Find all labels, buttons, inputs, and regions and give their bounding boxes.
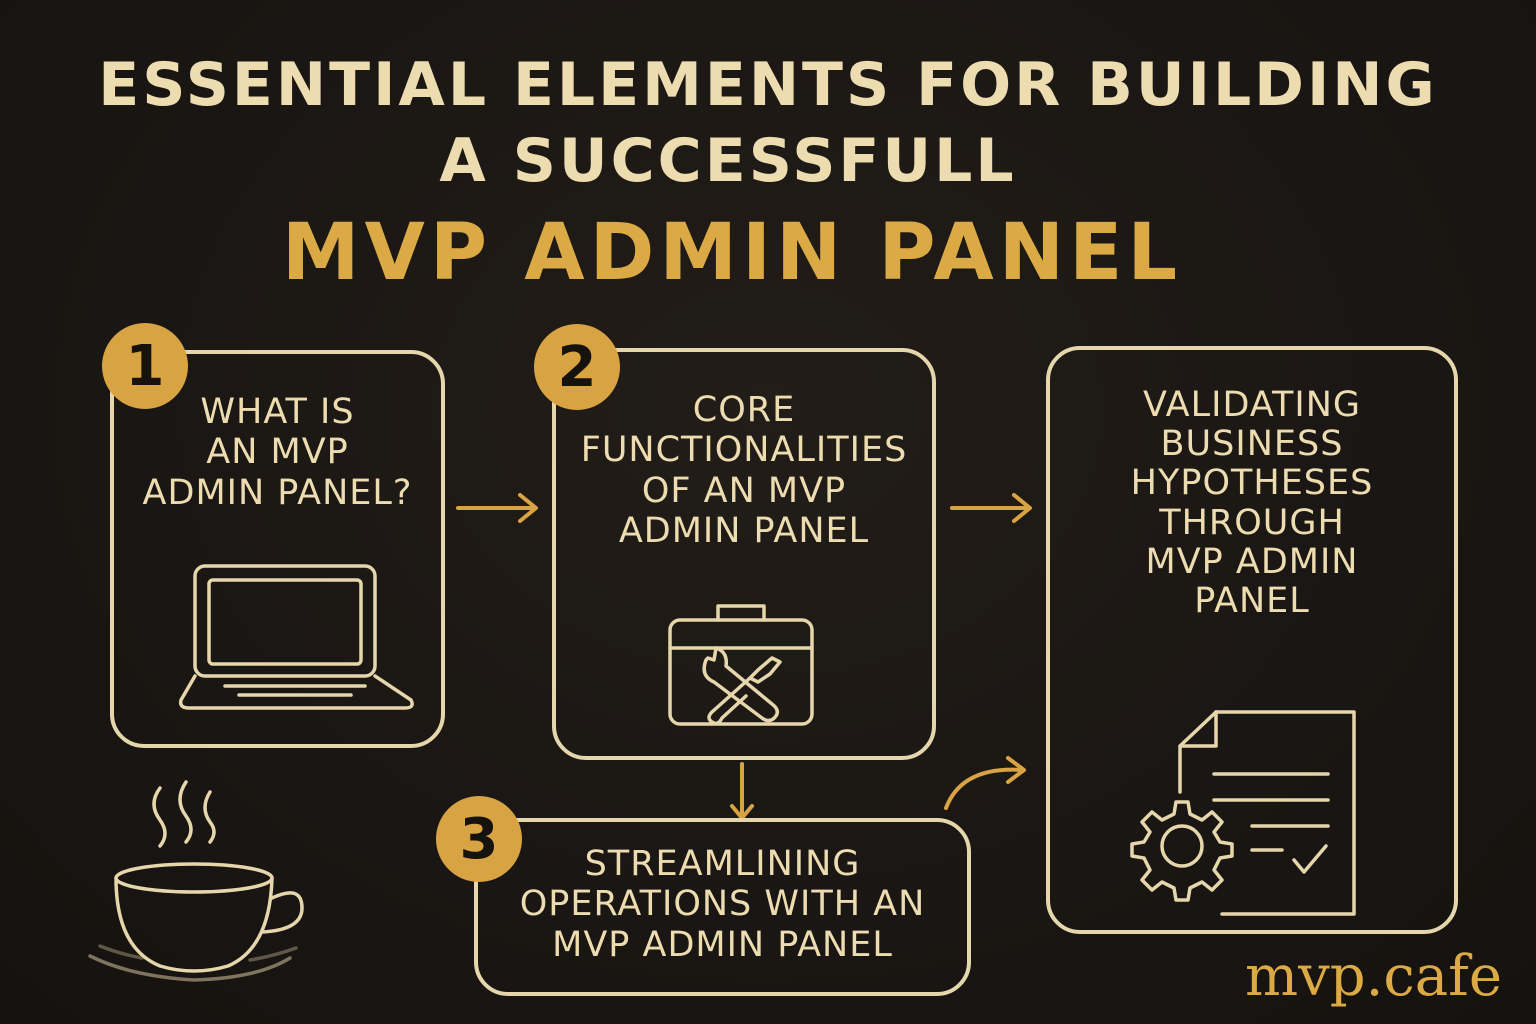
step-text-1: What is an MVP admin panel? [142,392,413,513]
step-card-3: Streamlining operations with an MVP admi… [474,818,971,996]
step-text-4: Validating business hypotheses through M… [1130,385,1374,621]
title-line-1: Essential Elements for Building [98,50,1438,120]
laptop-icon [178,564,414,710]
title-line-2: a Successfull [439,126,1017,196]
step-badge-3: 3 [436,796,522,882]
step-badge-1: 1 [102,323,188,409]
arrow-1-to-2 [456,493,538,523]
step-badge-2: 2 [534,324,620,410]
coffee-cup-icon [88,780,304,982]
arrow-2-to-4 [950,493,1032,523]
toolbox-icon [668,604,814,726]
title-line-3: MVP Admin Panel [281,208,1183,298]
document-gear-icon [1130,710,1356,916]
step-card-1: What is an MVP admin panel? [110,350,445,748]
arrow-3-to-4 [944,756,1026,810]
step-text-2: Core functionalities of an MVP admin pan… [580,390,908,551]
brand-logo: mvp.cafe [1244,944,1502,1009]
step-text-3: Streamlining operations with an MVP admi… [519,844,926,965]
arrow-2-to-3 [730,762,754,820]
step-card-4: Validating business hypotheses through M… [1046,346,1458,934]
step-card-2: Core functionalities of an MVP admin pan… [552,348,936,760]
